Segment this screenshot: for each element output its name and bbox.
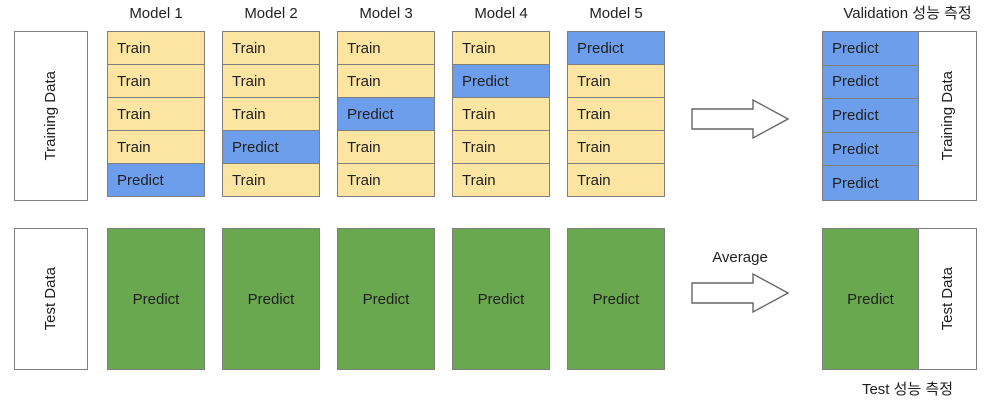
validation-result-panel: Predict Predict Predict Predict Predict … (822, 31, 977, 201)
column-header-model-4: Model 4 (474, 5, 528, 22)
fold-cell: Train (567, 130, 665, 164)
fold-cell: Predict (222, 130, 320, 164)
fold-cell: Train (107, 97, 205, 131)
fold-cell: Train (337, 130, 435, 164)
test-result-panel: Predict Test Data (822, 228, 977, 370)
validation-predict-column: Predict Predict Predict Predict Predict (823, 32, 918, 201)
fold-cell: Predict (452, 64, 550, 98)
validation-cell: Predict (823, 166, 918, 201)
fold-cell: Train (222, 97, 320, 131)
test-data-label-box: Test Data (14, 228, 88, 370)
fold-cell: Train (222, 163, 320, 197)
fold-cell: Train (107, 31, 205, 65)
fold-cell: Train (567, 64, 665, 98)
fold-cell: Train (337, 31, 435, 65)
column-header-model-1: Model 1 (129, 5, 183, 22)
fold-cell: Train (452, 163, 550, 197)
test-predict-box-model-2: Predict (222, 228, 320, 370)
fold-cell: Train (567, 97, 665, 131)
test-predict-box-model-4: Predict (452, 228, 550, 370)
validation-cell: Predict (823, 32, 918, 66)
fold-column-model-4: Train Predict Train Train Train (452, 31, 550, 197)
validation-side-label-box: Training Data (918, 32, 976, 200)
test-side-label-box: Test Data (918, 229, 976, 369)
average-label: Average (712, 249, 768, 266)
fold-cell: Predict (567, 31, 665, 65)
fold-cell: Train (222, 64, 320, 98)
test-predict-box-model-3: Predict (337, 228, 435, 370)
column-header-model-3: Model 3 (359, 5, 413, 22)
fold-cell: Train (452, 31, 550, 65)
test-result-predict-cell: Predict (823, 229, 918, 369)
average-arrow-icon (690, 272, 790, 314)
validation-cell: Predict (823, 99, 918, 133)
fold-column-model-1: Train Train Train Train Predict (107, 31, 205, 197)
fold-cell: Train (107, 64, 205, 98)
validation-section-title: Validation 성능 측정 (843, 5, 972, 22)
fold-cell: Predict (337, 97, 435, 131)
column-header-model-2: Model 2 (244, 5, 298, 22)
fold-cell: Train (222, 31, 320, 65)
fold-cell: Predict (107, 163, 205, 197)
fold-cell: Train (337, 163, 435, 197)
test-section-title: Test 성능 측정 (861, 381, 954, 398)
fold-cell: Train (337, 64, 435, 98)
training-data-label: Training Data (42, 71, 59, 161)
fold-cell: Train (452, 97, 550, 131)
validation-cell: Predict (823, 132, 918, 167)
fold-column-model-5: Predict Train Train Train Train (567, 31, 665, 197)
fold-cell: Train (452, 130, 550, 164)
fold-column-model-2: Train Train Train Predict Train (222, 31, 320, 197)
validation-cell: Predict (823, 65, 918, 100)
test-side-label: Test Data (938, 267, 956, 331)
fold-cell: Train (567, 163, 665, 197)
test-predict-box-model-1: Predict (107, 228, 205, 370)
test-data-label: Test Data (42, 267, 59, 331)
validation-side-label: Training Data (938, 71, 956, 161)
test-predict-box-model-5: Predict (567, 228, 665, 370)
training-data-label-box: Training Data (14, 31, 88, 201)
fold-column-model-3: Train Train Predict Train Train (337, 31, 435, 197)
validation-arrow-icon (690, 98, 790, 140)
fold-cell: Train (107, 130, 205, 164)
column-header-model-5: Model 5 (589, 5, 643, 22)
